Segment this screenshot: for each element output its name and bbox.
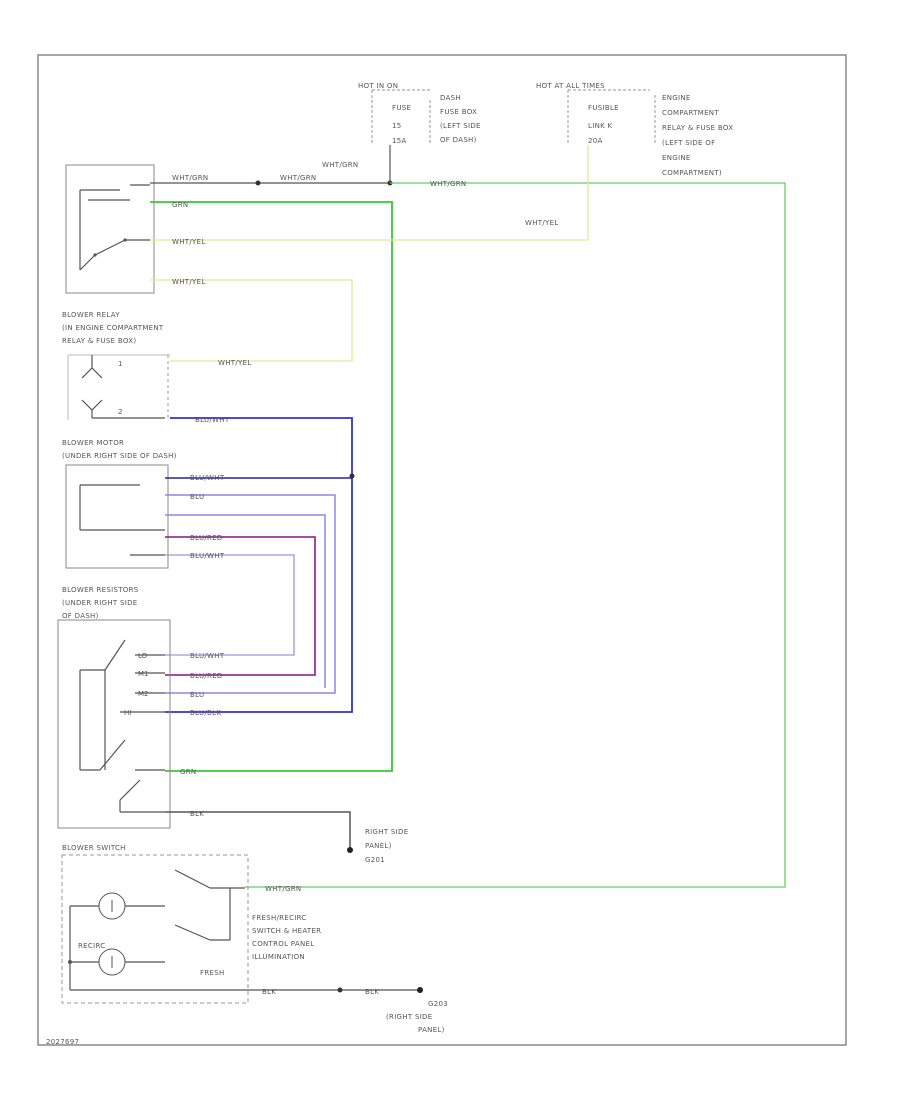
wire-label-blu-wht-2: BLU/WHT [190,474,225,482]
wire-label-blu-wht-3: BLU/WHT [190,552,225,560]
resistor-pin-m1: M1 [138,670,149,678]
ground-2-label-3: PANEL) [418,1026,445,1034]
ground-2-label-2: (RIGHT SIDE [386,1013,432,1021]
blower-resistors-label-1: BLOWER RESISTORS [62,586,139,594]
wire-label-blk-1: BLK [190,810,204,818]
fuse-hot-run-header: HOT IN ON [358,82,398,90]
wire-label-blu-2: BLU [190,691,204,699]
wire-label-blu-blk: BLU/BLK [190,709,221,717]
wire-label-blu-wht-1: BLU/WHT [195,416,230,424]
blower-switch-box [61,854,249,1004]
blower-relay-label-1: BLOWER RELAY [62,311,120,319]
fresh-switch-label-4: ILLUMINATION [252,953,305,961]
fuse-hot-all-loc-4: (LEFT SIDE OF [662,139,715,147]
recirc-label: RECIRC [78,942,105,950]
blower-resistors-label-3: OF DASH) [62,612,99,620]
footer-code: 2027697 [46,1038,79,1046]
fuse-hot-run-number: 15 [392,122,402,130]
fuse-hot-all-label: FUSIBLE [588,104,619,112]
ground-1-label-1: RIGHT SIDE [365,828,408,836]
ground-1-label-3: G201 [365,856,385,864]
illumination-bulbs [68,869,245,991]
fuse-hot-all-loc-3: RELAY & FUSE BOX [662,124,733,132]
blower-resistors-label-2: (UNDER RIGHT SIDE [62,599,138,607]
fuse-hot-all-header: HOT AT ALL TIMES [536,82,605,90]
fuse-hot-run-loc-1: DASH [440,94,461,102]
wire-label-wht-grn-3: WHT/GRN [322,161,358,169]
blower-relay-label-3: RELAY & FUSE BOX) [62,337,136,345]
fuse-hot-run-loc-4: OF DASH) [440,136,477,144]
wire-label-blk-2: BLK [262,988,276,996]
blower-motor: 1 2 [67,354,170,420]
fresh-switch-label-2: SWITCH & HEATER [252,927,321,935]
motor-connector-box [65,464,169,569]
fuse-hot-all-sub: LINK K [588,122,613,130]
wire-label-wht-grn-5: WHT/GRN [265,885,301,893]
wire-label-wht-grn-1: WHT/GRN [172,174,208,182]
wire-label-wht-grn-2: WHT/GRN [280,174,316,182]
resistor-switch-contacts [79,639,165,813]
blower-motor-label-1: BLOWER MOTOR [62,439,124,447]
resistor-pin-hi: HI [124,709,131,717]
fresh-switch-label-1: FRESH/RECIRC [252,914,307,922]
wire-wht-yel-hot [150,145,589,241]
blower-switch-label: BLOWER SWITCH [62,844,126,852]
wire-label-wht-yel-3: WHT/YEL [172,278,206,286]
wire-label-blu-red-2: BLU/RED [190,672,223,680]
blower-resistors-box [57,619,171,829]
fresh-label: FRESH [200,969,225,977]
fuse-hot-run: HOT IN ON FUSE 15 15A DASH FUSE BOX (LEF… [358,82,481,145]
fuse-hot-all-amp: 20A [588,137,603,145]
wire-grn [150,201,393,772]
wire-label-wht-yel-2: WHT/YEL [525,219,559,227]
fuse-hot-all-loc-6: COMPARTMENT) [662,169,722,177]
wire-blu [165,494,336,694]
wire-label-grn-2: GRN [180,768,196,776]
blower-relay-label-2: (IN ENGINE COMPARTMENT [62,324,164,332]
wire-wht-grn-long [245,182,786,888]
wire-label-blu-1: BLU [190,493,204,501]
fuse-hot-run-amp: 15A [392,137,407,145]
wire-wht-yel-motor [150,279,353,362]
motor-pin-top: 1 [118,360,122,368]
ground-2-label-1: G203 [428,1000,448,1008]
fuse-hot-run-loc-3: (LEFT SIDE [440,122,481,130]
wire-label-wht-yel-1: WHT/YEL [172,238,206,246]
wire-blu-wht-lo [165,554,295,656]
wire-label-grn-1: GRN [172,201,188,209]
wire-label-wht-yel-4: WHT/YEL [218,359,252,367]
resistor-pin-lo: LO [138,652,148,660]
wire-blk-g201 [165,811,351,850]
fuse-hot-all-loc-1: ENGINE [662,94,691,102]
fuse-hot-all: HOT AT ALL TIMES FUSIBLE LINK K 20A ENGI… [536,82,733,177]
fresh-switch-label-3: CONTROL PANEL [252,940,314,948]
wire-blu-wht [165,417,353,713]
fuse-hot-run-loc-2: FUSE BOX [440,108,477,116]
blower-relay-contacts [79,184,150,271]
wire-label-wht-grn-4: WHT/GRN [430,180,466,188]
wire-blu-red [165,536,316,676]
resistor-pin-m2: M2 [138,690,149,698]
blower-relay-box [65,164,155,294]
ground-1-label-2: PANEL) [365,842,392,850]
diagram-frame [37,54,847,1046]
fuse-hot-all-loc-2: COMPARTMENT [662,109,719,117]
wire-label-blu-wht-4: BLU/WHT [190,652,225,660]
blower-motor-label-2: (UNDER RIGHT SIDE OF DASH) [62,452,177,460]
wire-label-blk-3: BLK [365,988,379,996]
fuse-hot-all-loc-5: ENGINE [662,154,691,162]
wire-label-blu-red-1: BLU/RED [190,534,223,542]
fuse-hot-run-label: FUSE [392,104,411,112]
motor-pin-bottom: 2 [118,408,122,416]
